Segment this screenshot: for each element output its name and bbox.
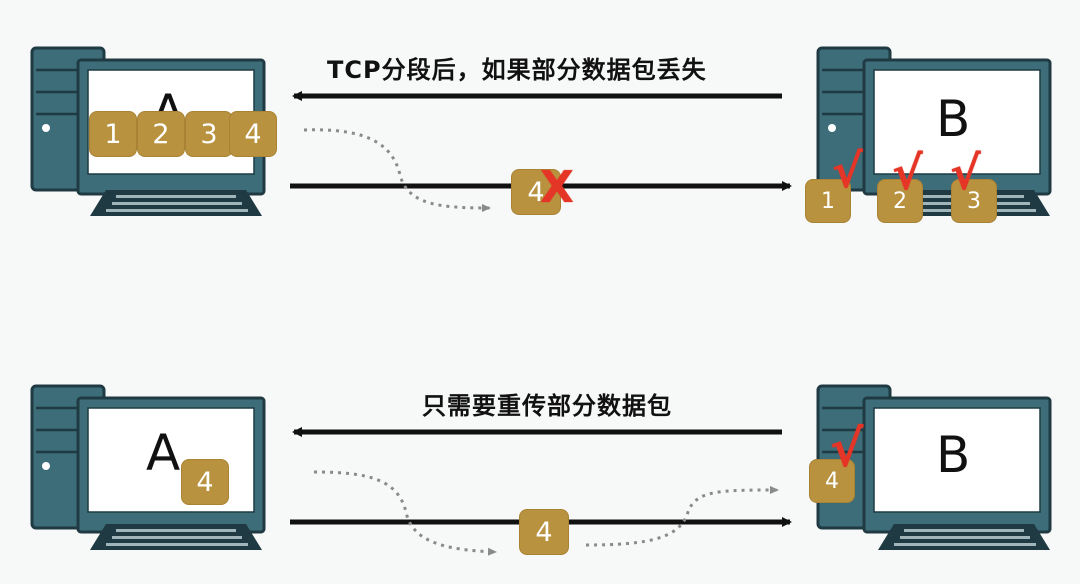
sender-segment-1: 1 [90, 112, 136, 156]
received-segment-1: 1 [806, 180, 850, 222]
retransmitted-segment: 4 [520, 510, 568, 554]
lost-segment: 4 [512, 170, 560, 214]
caption-packet-loss: TCP分段后，如果部分数据包丢失 [327, 56, 707, 84]
caption-retransmit: 只需要重传部分数据包 [422, 392, 672, 420]
sender-segment-2: 2 [138, 112, 184, 156]
received-retransmitted-segment: 4 [810, 460, 854, 502]
check-mark-1: √ [832, 144, 863, 198]
host-label-b: B [936, 90, 971, 148]
computer-a-top [30, 46, 266, 216]
computer-b-bottom [816, 384, 1052, 550]
host-label-b-bottom: B [936, 426, 971, 484]
dotted-path-bottom-left [313, 470, 497, 556]
check-mark-retransmit: √ [830, 420, 864, 478]
computer-a-bottom [30, 384, 266, 550]
check-mark-2: √ [892, 146, 923, 200]
received-segment-2: 2 [878, 180, 922, 222]
sender-segment-3: 3 [186, 112, 232, 156]
received-segment-3: 3 [952, 180, 996, 222]
dotted-path-bottom-right [585, 486, 779, 547]
retransmit-source-segment: 4 [182, 460, 228, 504]
check-mark-3: √ [950, 146, 981, 200]
dotted-path-top [303, 128, 491, 212]
lost-x-mark: X [540, 162, 574, 213]
sender-segment-4: 4 [230, 112, 276, 156]
host-label-a-bottom: A [146, 424, 181, 482]
